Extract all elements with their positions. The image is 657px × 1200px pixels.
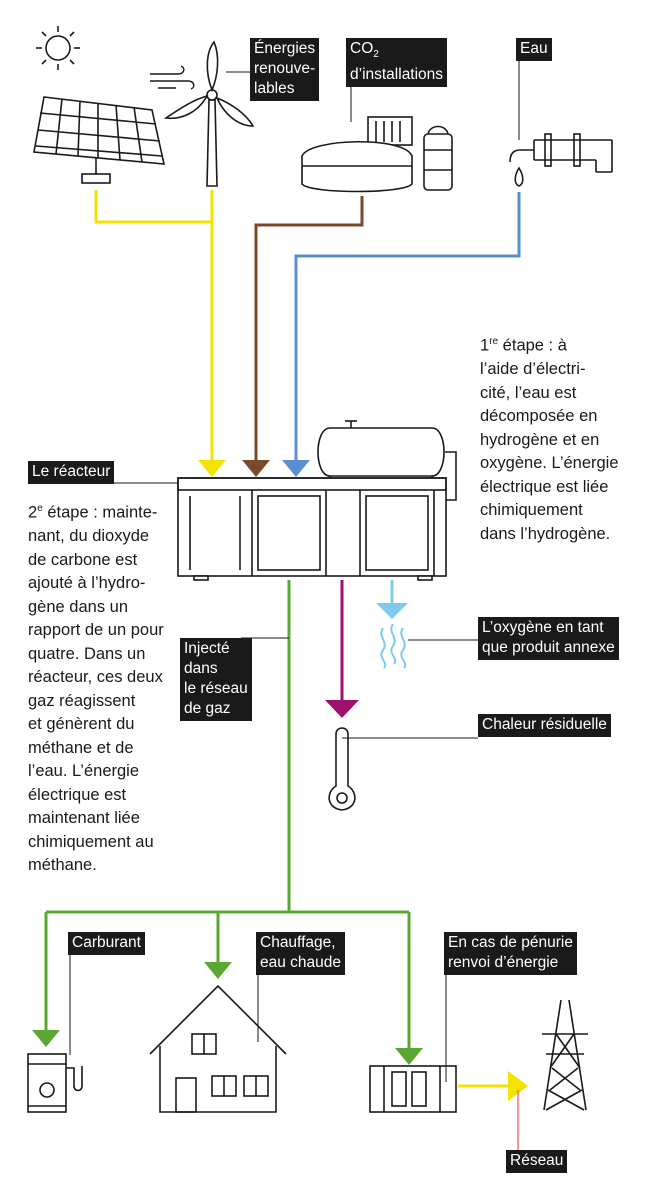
oxygen-byproduct-label: L’oxygène en tant que produit annexe <box>478 617 619 660</box>
co2-prefix: CO <box>350 40 374 57</box>
co2-subscript: 2 <box>373 49 379 61</box>
electricity-line <box>94 190 214 460</box>
waste-heat-label: Chaleur résiduelle <box>478 714 611 737</box>
co2-installations: d’installations <box>350 66 444 84</box>
reactor-label: Le réacteur <box>28 461 115 484</box>
water-line <box>294 192 521 460</box>
oxygen-arrowhead <box>376 603 408 619</box>
co2-arrowhead <box>242 460 270 477</box>
co2-line <box>254 196 364 460</box>
fuel-arrowhead <box>32 1030 60 1047</box>
gas-network-label: Injecté dans le réseau de gaz <box>180 638 252 721</box>
power-unit-icon <box>369 1065 457 1113</box>
gas-pump-icon <box>27 1053 83 1113</box>
power-pylon-icon <box>542 999 588 1111</box>
water-arrowhead <box>282 460 310 477</box>
sun-icon <box>36 26 80 70</box>
oxygen-waves-icon <box>380 623 407 669</box>
heat-arrowhead <box>325 700 359 718</box>
step-1-superscript: re <box>489 336 499 347</box>
co2-installation-icon <box>301 116 453 193</box>
step-1-number: 1 <box>480 336 490 355</box>
shortage-label: En cas de pénurie renvoi d’énergie <box>444 932 577 975</box>
house-icon <box>149 984 287 1113</box>
wind-gust-icon <box>150 65 195 90</box>
heating-arrowhead <box>204 962 232 979</box>
water-label: Eau <box>516 38 552 61</box>
step-1-body: étape : à l’aide d’électri- cité, l’eau … <box>480 336 619 543</box>
storage-arrowhead <box>395 1048 423 1065</box>
electrolyzer-tank-icon <box>317 420 457 501</box>
co2-label: CO2 d’installations <box>346 38 448 88</box>
renewable-energy-label: Énergies renouve- lables <box>250 38 320 101</box>
heating-label: Chauffage, eau chaude <box>256 932 346 975</box>
thermometer-icon <box>328 727 356 811</box>
step-2-number: 2 <box>28 503 38 522</box>
grid-label: Réseau <box>506 1150 568 1173</box>
solar-panel-icon <box>33 96 166 184</box>
reactor-icon <box>177 477 447 581</box>
flow-lines <box>44 190 521 1088</box>
fuel-label: Carburant <box>68 932 145 955</box>
step-2-body: étape : mainte- nant, du dioxyde de carb… <box>28 503 164 875</box>
step-2-superscript: e <box>37 503 43 514</box>
water-tap-icon <box>509 133 613 187</box>
methane-line <box>44 580 411 1048</box>
step-2-text: 2e étape : mainte- nant, du dioxyde de c… <box>28 497 178 878</box>
step-1-text: 1re étape : à l’aide d’électri- cité, l’… <box>480 330 655 546</box>
grid-arrowhead <box>508 1071 528 1101</box>
electricity-arrowhead <box>198 460 226 477</box>
arrowheads <box>32 460 528 1101</box>
wind-turbine-icon <box>163 40 255 187</box>
